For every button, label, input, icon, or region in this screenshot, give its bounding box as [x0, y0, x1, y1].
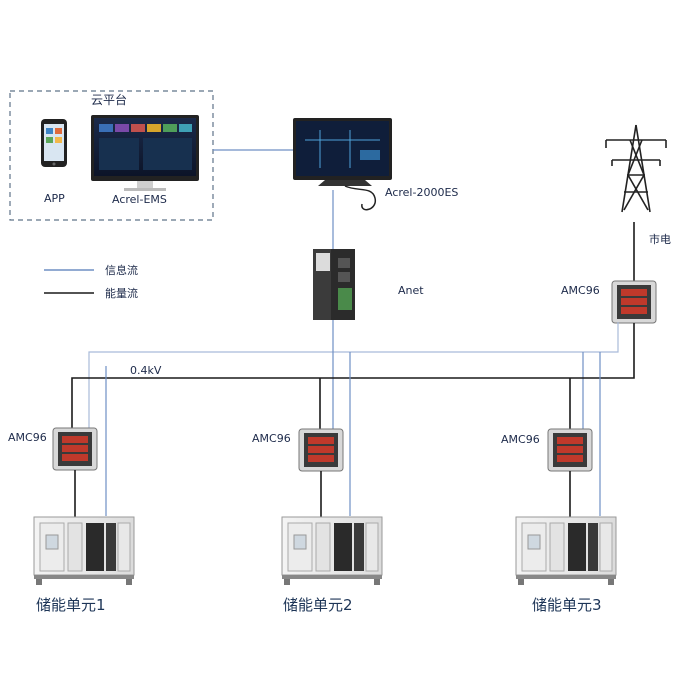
storage-cabinet-3-icon	[515, 516, 617, 586]
grid-meter-icon	[611, 280, 657, 324]
local-monitor-label: Acrel-2000ES	[385, 186, 458, 199]
cloud-platform-title: 云平台	[91, 92, 127, 107]
info-bus-upper	[88, 322, 619, 430]
legend-info-label: 信息流	[105, 263, 138, 277]
unit3-meter-icon	[547, 428, 593, 472]
grid-label: 市电	[649, 232, 671, 246]
app-label: APP	[44, 192, 65, 205]
unit1-meter-label: AMC96	[8, 431, 47, 444]
unit2-meter-label: AMC96	[252, 432, 291, 445]
storage-cabinet-1-icon	[33, 516, 135, 586]
anet-gateway-icon	[313, 249, 355, 320]
bus-voltage-label: 0.4kV	[130, 364, 162, 377]
unit2-label: 储能单元2	[283, 596, 353, 614]
energy-bus-04kv	[71, 323, 635, 430]
unit3-label: 储能单元3	[532, 596, 602, 614]
ems-label: Acrel-EMS	[112, 193, 167, 206]
unit1-label: 储能单元1	[36, 596, 106, 614]
phone-icon	[41, 119, 67, 167]
legend-energy-label: 能量流	[105, 286, 138, 300]
unit2-meter-icon	[298, 428, 344, 472]
local-monitor-icon	[293, 118, 392, 211]
anet-label: Anet	[398, 284, 424, 297]
unit1-meter-icon	[52, 427, 98, 471]
grid-meter-label: AMC96	[561, 284, 600, 297]
power-tower-icon	[605, 124, 667, 213]
cloud-platform-box	[9, 90, 214, 221]
unit3-meter-label: AMC96	[501, 433, 540, 446]
storage-cabinet-2-icon	[281, 516, 383, 586]
ems-monitor-icon	[91, 115, 199, 191]
